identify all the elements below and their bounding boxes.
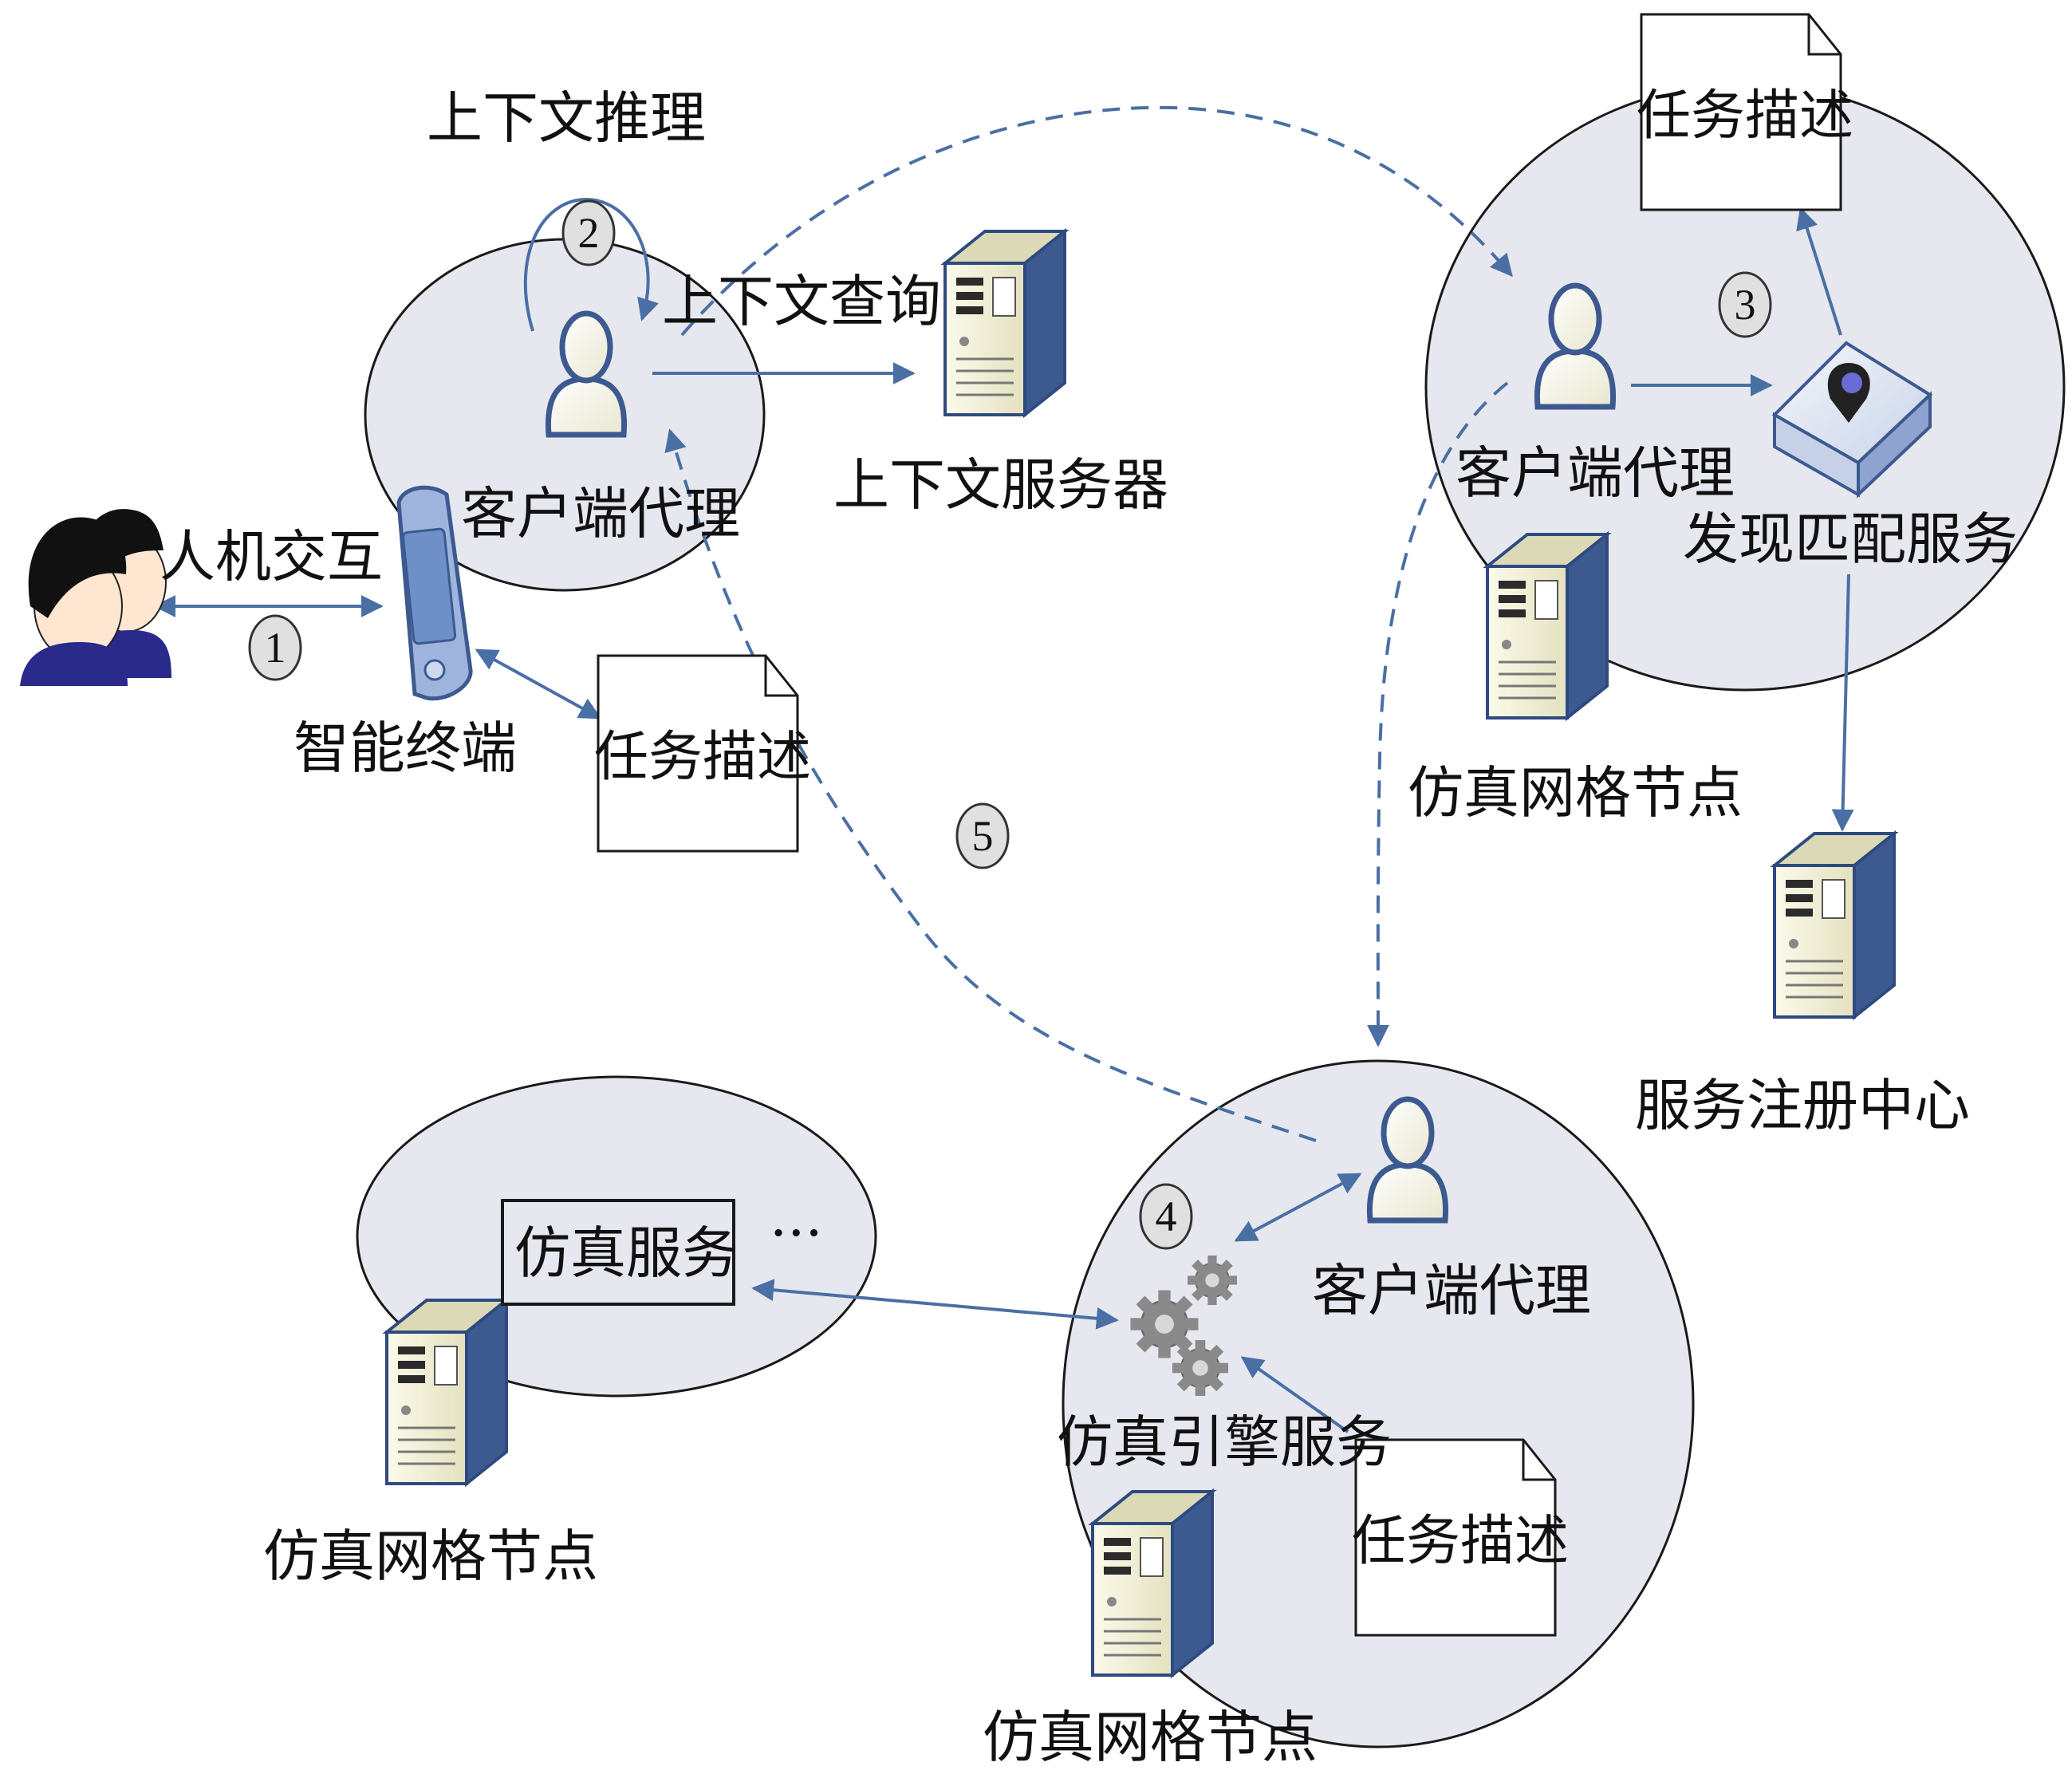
context-server-label: 上下文服务器 (833, 452, 1168, 518)
step-5-marker: 5 (955, 802, 1010, 869)
context-query-label: 上下文查询 (662, 269, 941, 334)
discovery-grid-server-icon (1486, 533, 1609, 719)
step-2-marker: 2 (561, 199, 616, 266)
svg-text:3: 3 (1735, 281, 1756, 329)
step-3-marker: 3 (1718, 271, 1772, 338)
discovery-client-proxy-label: 客户端代理 (1456, 440, 1735, 506)
match-to-registry-arrow (1831, 574, 1854, 832)
doc-to-engine-arrow (1240, 1356, 1349, 1433)
sim-service-box (501, 1199, 735, 1306)
dashed-arrow-return-5 (664, 428, 1317, 1142)
task-doc-terminal-label: 任务描述 (594, 726, 811, 789)
reasoning-loop-arrow (523, 197, 659, 332)
engine-grid-server-icon (1091, 1490, 1214, 1677)
smart-terminal-label: 智能终端 (293, 716, 517, 781)
service-registry-label: 服务注册中心 (1635, 1073, 1970, 1138)
terminal-doc-arrow (475, 649, 602, 719)
svg-text:1: 1 (265, 624, 286, 672)
smart-terminal-icon (396, 485, 473, 701)
match-to-doc-arrow (1796, 207, 1842, 336)
task-doc-discovery-label: 任务描述 (1637, 85, 1853, 148)
svg-text:4: 4 (1156, 1193, 1177, 1240)
context-server-icon (943, 230, 1066, 416)
context-reasoning-label: 上下文推理 (427, 85, 706, 151)
sim-service-label: 仿真服务 (514, 1220, 738, 1286)
task-doc-engine-label: 任务描述 (1352, 1510, 1569, 1573)
step-4-marker: 4 (1139, 1183, 1193, 1250)
registry-server-icon (1773, 832, 1896, 1019)
hci-label: 人机交互 (160, 524, 383, 589)
ellipsis-label: ··· (770, 1200, 823, 1266)
service-engine-arrow (751, 1279, 1119, 1330)
discovery-matching-label: 发现匹配服务 (1683, 507, 2018, 572)
sim-grid-server-icon (385, 1299, 508, 1485)
engine-client-proxy-label: 客户端代理 (1312, 1258, 1591, 1323)
users-icon (20, 509, 171, 686)
sim-engine-service-label: 仿真引擎服务 (1057, 1409, 1392, 1475)
engine-grid-node-label: 仿真网格节点 (983, 1705, 1318, 1770)
step-1-marker: 1 (248, 614, 302, 681)
dashed-arrow-to-discovery (680, 105, 1513, 337)
discovery-grid-node-label: 仿真网格节点 (1408, 760, 1743, 826)
client-proxy-label: 客户端代理 (461, 481, 740, 546)
dashed-arrow-to-engine (1366, 381, 1509, 1047)
svg-text:2: 2 (578, 209, 600, 257)
engine-client-arrow (1234, 1173, 1362, 1242)
discovery-matching-icon (1771, 341, 1933, 499)
sim-grid-node-label: 仿真网格节点 (263, 1524, 598, 1589)
svg-text:5: 5 (972, 812, 994, 860)
